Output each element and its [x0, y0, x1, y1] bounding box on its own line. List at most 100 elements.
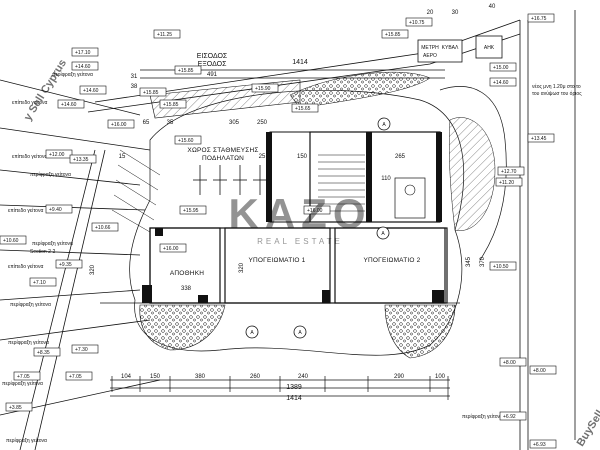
level-tag-l13: +7.30 [71, 344, 99, 354]
svg-text:+10.50: +10.50 [493, 264, 509, 270]
level-tag-l5: +12.00 [45, 149, 73, 159]
dim-260: 260 [250, 374, 261, 380]
level-tag-l6: +13.35 [69, 154, 97, 164]
watermark-corner-right: BuySell Cy [575, 393, 600, 449]
label-entrance: ΕΙΣΟΔΟΣ [197, 53, 228, 60]
watermark-sub: REAL ESTATE [257, 237, 343, 246]
level-tag-l39: +6.93 [529, 439, 557, 449]
level-tag-l11: +7.10 [29, 277, 57, 287]
dim-25: 25 [259, 154, 266, 160]
level-tag-l22: +16.00 [159, 243, 187, 253]
dim-1389: 1389 [286, 384, 302, 391]
ramp-hatching [111, 149, 161, 233]
marker-a-2: A [381, 231, 385, 237]
svg-text:+7.30: +7.30 [75, 347, 88, 353]
dim-150-upper: 150 [297, 154, 308, 160]
svg-text:+9.40: +9.40 [49, 207, 62, 213]
dim-370: 370 [480, 256, 486, 267]
svg-text:+7.05: +7.05 [69, 374, 82, 380]
svg-text:+14.60: +14.60 [493, 80, 509, 86]
level-tag-l34: +11.20 [495, 177, 523, 187]
level-tag-l25: +15.65 [291, 103, 319, 113]
svg-text:+10.60: +10.60 [3, 238, 19, 244]
dim-65: 65 [143, 120, 150, 126]
level-tag-l14: +7.05 [13, 371, 41, 381]
level-tag-l20: +15.60 [174, 135, 202, 145]
dim-1414-bottom: 1414 [286, 395, 302, 402]
note-boundary-5: περίφραξη γείτονα [8, 340, 49, 346]
label-basement-1: ΥΠΟΓΕΙΩΜΑΤΙΟ 1 [249, 257, 306, 264]
level-tag-l35: +10.50 [489, 261, 517, 271]
watermark-corner-left: y Sell Cyprus [22, 57, 69, 122]
dim-320-b: 320 [90, 264, 96, 275]
planting-area-right [448, 117, 496, 231]
dim-265: 265 [395, 154, 406, 160]
note-neighbor-level-3: επίπεδο γείτονα [8, 208, 43, 214]
svg-text:+12.00: +12.00 [49, 152, 65, 158]
bicycle-parking-stands [193, 165, 267, 195]
dim-250: 250 [257, 120, 268, 126]
level-tag-l17: +15.85 [174, 65, 202, 75]
level-tag-l10: +9.35 [55, 259, 83, 269]
level-tag-l32: +13.45 [527, 133, 555, 143]
svg-text:+10.75: +10.75 [409, 20, 425, 26]
level-tag-l12: +8.35 [33, 347, 61, 357]
dimension-labels: 1389 1414 1414 104 150 380 260 240 290 1… [90, 4, 496, 402]
svg-text:+8.35: +8.35 [37, 350, 50, 356]
level-tag-l33: +12.70 [497, 166, 525, 176]
note-boundary-1: περίφραξη γείτονα [52, 72, 93, 78]
svg-text:+15.60: +15.60 [178, 138, 194, 144]
level-tag-l40: +16.00 [107, 119, 135, 129]
dim-110: 110 [381, 176, 391, 182]
svg-text:+15.65: +15.65 [295, 106, 311, 112]
dim-240: 240 [298, 374, 309, 380]
level-tag-l29: +15.85 [381, 29, 409, 39]
level-tag-l4: +14.60 [57, 99, 85, 109]
svg-text:+7.10: +7.10 [33, 280, 46, 286]
level-tag-l15: +7.05 [65, 371, 93, 381]
dim-40: 40 [489, 4, 496, 10]
level-tag-l7: +9.40 [45, 204, 73, 214]
marker-a-1: A [382, 122, 386, 128]
level-tag-l27: +16.75 [527, 13, 555, 23]
note-boundary-4: περίφραξη γείτονα [10, 302, 51, 308]
level-tag-l30: +15.00 [489, 62, 517, 72]
svg-text:+11.25: +11.25 [157, 32, 172, 38]
label-exit: ΕΞΟΔΟΣ [198, 61, 227, 68]
label-meter: ΜΕΤΡΗ [421, 45, 439, 51]
note-boundary-8: περίφραξη γείτονα [462, 414, 503, 420]
level-tag-l8: +10.60 [0, 235, 27, 245]
level-tag-l37: +8.00 [529, 365, 557, 375]
svg-text:+14.60: +14.60 [75, 64, 91, 70]
level-tag-l26: +11.25 [153, 29, 181, 39]
svg-text:+13.35: +13.35 [73, 157, 89, 163]
label-parking: ΧΩΡΟΣ ΣΤΑΘΜΕΥΣΗΣ [187, 147, 258, 154]
level-tags: +17.10 +14.60 +14.60 +14.60 +12.00 +13.3… [0, 13, 557, 449]
svg-text:+15.85: +15.85 [163, 102, 179, 108]
level-tag-l36: +8.00 [499, 357, 527, 367]
note-neighbor-level-4: επίπεδο γείτονα [8, 264, 43, 270]
meter-box [417, 39, 463, 63]
svg-text:+17.10: +17.10 [75, 50, 91, 56]
label-electric: ΑΗΚ [484, 45, 495, 51]
gravel-area-bottom-right [384, 304, 456, 359]
level-tag-l2: +14.60 [71, 61, 99, 71]
level-tag-l31: +14.60 [489, 77, 517, 87]
dim-305: 305 [229, 120, 240, 126]
svg-text:+6.92: +6.92 [503, 414, 516, 420]
note-right-2: του ανύψωσ του όριος [532, 90, 582, 97]
note-boundary-7: περίφραξη γείτονα [6, 438, 47, 444]
label-vault: ΚΥΒΑΛ [442, 45, 459, 51]
level-tag-l28: +10.75 [405, 17, 433, 27]
label-basement-2: ΥΠΟΓΕΙΩΜΑΤΙΟ 2 [364, 257, 421, 264]
svg-text:+15.00: +15.00 [493, 65, 509, 71]
dim-35: 35 [167, 120, 174, 126]
dim-491: 491 [207, 72, 218, 78]
level-tag-l9: +10.66 [91, 222, 119, 232]
label-storage: ΑΠΟΘΗΚΗ [170, 270, 204, 277]
svg-text:+15.85: +15.85 [385, 32, 401, 38]
svg-text:+14.60: +14.60 [83, 88, 99, 94]
svg-text:+14.60: +14.60 [61, 102, 77, 108]
note-boundary-3: περίφραξη γείτονα [32, 241, 73, 247]
